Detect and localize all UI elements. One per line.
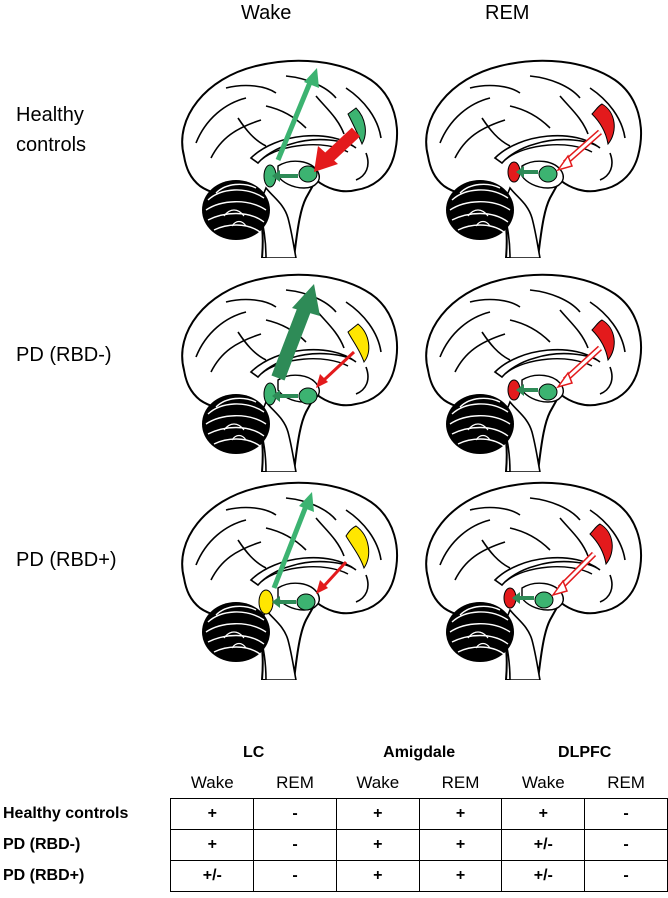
table-cell: - [253, 798, 337, 830]
subheader-amigdale-rem: REM [441, 773, 480, 792]
table-group-header-row: LC Amigdale DLPFC [0, 738, 668, 768]
table-cell: + [335, 798, 420, 830]
table-cell: + [501, 798, 586, 830]
table-cell: +/- [501, 860, 586, 892]
row-label-line: Healthy [16, 104, 84, 126]
dlpfc-green [347, 107, 366, 146]
table-row: Healthy controls + - + + + - [0, 798, 668, 830]
table-row: PD (RBD-) + - + + +/- - [0, 829, 668, 861]
brain-pd-rbd-pos-rem [410, 470, 650, 680]
table-cell: +/- [501, 829, 586, 861]
amygdala-green [298, 165, 318, 183]
table-cell: + [170, 829, 255, 861]
table-subheader-row: Wake REM Wake REM Wake REM [0, 768, 668, 799]
subheader-lc-rem: REM [276, 773, 314, 792]
group-header-amigdale: Amigdale [383, 744, 456, 761]
row-label-line: controls [16, 134, 87, 156]
table-cell: - [584, 860, 668, 892]
subheader-lc-wake: Wake [190, 773, 234, 792]
table-cell: - [584, 829, 668, 861]
brain-healthy-rem [410, 48, 650, 258]
amygdala-green [538, 165, 558, 183]
table-cell: - [253, 860, 337, 892]
brain-pd-rbd-neg-rem [410, 262, 650, 472]
row-header: PD (RBD+) [3, 867, 85, 884]
subheader-dlpfc-wake: Wake [521, 773, 565, 792]
table-row: PD (RBD+) +/- - + + +/- - [0, 860, 668, 892]
table-cell: + [418, 829, 503, 861]
dlpfc-red [591, 103, 615, 146]
row-label-healthy: Healthy controls [16, 100, 86, 160]
brain-pd-rbd-neg-wake [166, 262, 406, 472]
table-cell: + [335, 860, 420, 892]
subheader-amigdale-wake: Wake [356, 773, 400, 792]
table-cell: + [335, 829, 420, 861]
table-cell: + [170, 798, 255, 830]
dlpfc-yellow [347, 323, 370, 364]
group-header-dlpfc: DLPFC [558, 744, 612, 761]
row-label-pd-rbd-pos: PD (RBD+) [16, 545, 117, 575]
row-header: Healthy controls [3, 805, 129, 822]
row-label-pd-rbd-neg: PD (RBD-) [16, 340, 112, 370]
brain-healthy-wake [166, 48, 406, 258]
table-cell: + [418, 860, 503, 892]
row-header: PD (RBD-) [3, 836, 81, 853]
column-header-wake: Wake [241, 2, 292, 24]
table-cell: + [418, 798, 503, 830]
dlpfc-red [589, 523, 613, 566]
group-header-lc: LC [242, 744, 265, 761]
lc-green [263, 382, 277, 406]
dlpfc-red [591, 319, 615, 362]
amygdala-green [296, 593, 316, 611]
table-corner [0, 768, 171, 799]
row-label-line: PD (RBD-) [16, 344, 112, 366]
amygdala-green [538, 383, 558, 401]
table-cell: +/- [170, 860, 255, 892]
table-corner [0, 738, 171, 768]
subheader-dlpfc-rem: REM [607, 773, 645, 792]
table-cell: - [253, 829, 337, 861]
summary-table: LC Amigdale DLPFC Wake REM Wake REM Wake… [0, 738, 668, 892]
column-header-rem: REM [485, 2, 530, 24]
lc-yellow [258, 589, 274, 615]
amygdala-green [534, 591, 554, 609]
table-cell: - [584, 798, 668, 830]
row-label-line: PD (RBD+) [16, 549, 117, 571]
amygdala-green [298, 387, 318, 405]
dlpfc-yellow [345, 525, 370, 570]
brain-pd-rbd-pos-wake [166, 470, 406, 680]
